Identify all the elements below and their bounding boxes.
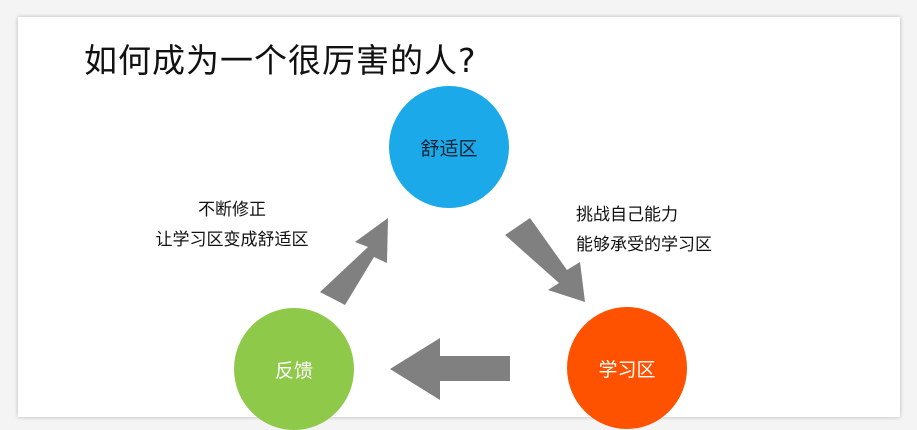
- learning-zone-node: 学习区: [567, 307, 687, 429]
- challenge-note-line-2: 能够承受的学习区: [576, 235, 712, 255]
- correction-note: 不断修正 让学习区变成舒适区: [137, 195, 327, 255]
- page-title: 如何成为一个很厉害的人?: [84, 41, 477, 80]
- feedback-node: 反馈: [234, 308, 354, 430]
- arrow-learning-to-feedback: [390, 338, 510, 400]
- feedback-label: 反馈: [274, 359, 313, 382]
- arrows-layer: [320, 218, 585, 400]
- comfort-zone-node: 舒适区: [389, 86, 509, 208]
- correction-note-line-2: 让学习区变成舒适区: [155, 230, 309, 250]
- arrow-feedback-to-comfort: [320, 218, 388, 305]
- learning-zone-label: 学习区: [598, 358, 656, 381]
- challenge-note-line-1: 挑战自己能力: [576, 205, 678, 225]
- comfort-zone-label: 舒适区: [420, 137, 478, 160]
- correction-note-line-1: 不断修正: [198, 200, 266, 220]
- challenge-note: 挑战自己能力 能够承受的学习区: [576, 200, 712, 260]
- arrow-comfort-to-learning: [505, 218, 585, 302]
- slide-card: [18, 17, 900, 417]
